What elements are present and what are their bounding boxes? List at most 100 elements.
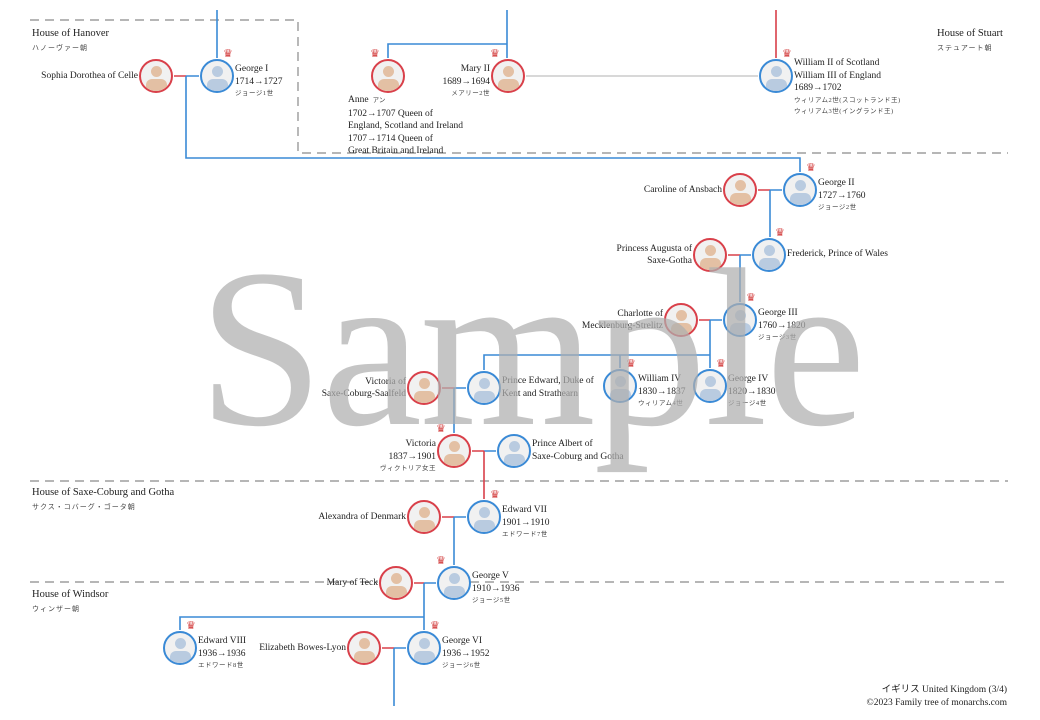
person-silhouette-icon — [735, 310, 746, 321]
person-name-jp: エドワード7世 — [502, 531, 548, 538]
person-avatar-edward-vii[interactable] — [467, 500, 501, 534]
person-label: Mary of Teck — [327, 577, 378, 590]
person-name: George V — [472, 571, 509, 581]
person-avatar-prince-edward-duke-of[interactable] — [467, 371, 501, 405]
house-name: House of Hanover — [32, 28, 109, 39]
person-avatar-victoria[interactable] — [437, 434, 471, 468]
crown-icon: ♛ — [716, 358, 726, 370]
person-name: Victoria of — [365, 376, 406, 387]
person-detail: 1760→1820 — [758, 320, 806, 331]
person-avatar-george-iii[interactable] — [723, 303, 757, 337]
house-name-jp: ウィンザー朝 — [32, 605, 80, 613]
person-name: Alexandra of Denmark — [318, 511, 406, 522]
person-name: Charlotte of — [617, 308, 663, 319]
house-windsor: House of Windsor ウィンザー朝 — [32, 588, 108, 616]
person-name-jp: ジョージ2世 — [818, 204, 857, 211]
person-name: Caroline of Ansbach — [643, 184, 722, 195]
person-silhouette-icon — [391, 573, 402, 584]
person-silhouette-body — [170, 651, 191, 663]
house-name-jp: ハノーヴァー朝 — [32, 44, 88, 52]
person-detail: 1936→1936 — [198, 648, 246, 659]
person-silhouette-body — [498, 79, 519, 91]
person-silhouette-icon — [151, 66, 162, 77]
person-avatar-anne[interactable] — [371, 59, 405, 93]
person-silhouette-body — [610, 389, 631, 401]
person-name: Princess Augusta of — [616, 243, 692, 254]
footer-copyright: ©2023 Family tree of monarchs.com — [866, 697, 1007, 708]
person-avatar-mary-ii[interactable] — [491, 59, 525, 93]
person-silhouette-body — [386, 586, 407, 598]
person-avatar-edward-viii[interactable] — [163, 631, 197, 665]
person-silhouette-icon — [419, 378, 430, 389]
person-silhouette-icon — [449, 573, 460, 584]
person-avatar-george-iv[interactable] — [693, 369, 727, 403]
person-avatar-william-ii-of-scotland[interactable] — [759, 59, 793, 93]
person-avatar-william-iv[interactable] — [603, 369, 637, 403]
person-label: Frederick, Prince of Wales — [787, 248, 888, 261]
person-silhouette-icon — [705, 245, 716, 256]
person-avatar-charlotte-of[interactable] — [664, 303, 698, 337]
person-detail: 1837→1901 — [388, 451, 437, 462]
crown-icon: ♛ — [436, 423, 446, 435]
person-avatar-elizabeth-bowes-lyon[interactable] — [347, 631, 381, 665]
person-detail: 1702→1707 Queen of — [348, 108, 433, 119]
person-silhouette-body — [790, 193, 811, 205]
person-avatar-frederick-prince-of-wales[interactable] — [752, 238, 786, 272]
crown-icon: ♛ — [626, 358, 636, 370]
person-silhouette-body — [414, 651, 435, 663]
person-name-jp: アン — [372, 97, 386, 104]
person-detail: 1689→1694 — [442, 76, 491, 87]
person-silhouette-icon — [509, 441, 520, 452]
person-avatar-george-v[interactable] — [437, 566, 471, 600]
person-avatar-princess-augusta-of[interactable] — [693, 238, 727, 272]
crown-icon: ♛ — [782, 48, 792, 60]
person-avatar-george-vi[interactable] — [407, 631, 441, 665]
person-silhouette-body — [414, 520, 435, 532]
person-silhouette-body — [759, 258, 780, 270]
person-name-jp: ジョージ1世 — [235, 90, 274, 97]
person-name: George VI — [442, 636, 483, 646]
person-detail: William III of England — [794, 70, 881, 81]
person-silhouette-body — [671, 323, 692, 335]
person-avatar-george-i[interactable] — [200, 59, 234, 93]
crown-icon: ♛ — [490, 489, 500, 501]
person-silhouette-body — [766, 79, 787, 91]
crown-icon: ♛ — [430, 620, 440, 632]
person-detail: Kent and Strathearn — [502, 388, 578, 399]
person-label: Alexandra of Denmark — [318, 511, 406, 524]
crown-icon: ♛ — [806, 162, 816, 174]
person-silhouette-body — [444, 586, 465, 598]
person-avatar-prince-albert-of[interactable] — [497, 434, 531, 468]
house-hanover: House of Hanover ハノーヴァー朝 — [32, 27, 109, 55]
person-detail: 1936→1952 — [442, 648, 490, 659]
person-silhouette-icon — [419, 638, 430, 649]
line-mary-anne-parent — [387, 10, 508, 58]
footer: イギリス United Kingdom (3/4) ©2023 Family t… — [867, 684, 1007, 709]
person-avatar-sophia-dorothea-of-celle[interactable] — [139, 59, 173, 93]
crown-icon: ♛ — [746, 292, 756, 304]
descent-george-v-children — [179, 583, 425, 630]
house-name-jp: サクス・コバーグ・ゴータ朝 — [32, 503, 136, 511]
person-avatar-caroline-of-ansbach[interactable] — [723, 173, 757, 207]
person-detail: Great Britain and Ireland — [348, 146, 444, 156]
person-avatar-victoria-of[interactable] — [407, 371, 441, 405]
person-avatar-george-ii[interactable] — [783, 173, 817, 207]
person-silhouette-body — [700, 389, 721, 401]
person-avatar-alexandra-of-denmark[interactable] — [407, 500, 441, 534]
person-avatar-mary-of-teck[interactable] — [379, 566, 413, 600]
person-detail: 1727→1760 — [818, 190, 866, 201]
person-silhouette-body — [730, 193, 751, 205]
person-detail: 1707→1714 Queen of — [348, 133, 433, 144]
